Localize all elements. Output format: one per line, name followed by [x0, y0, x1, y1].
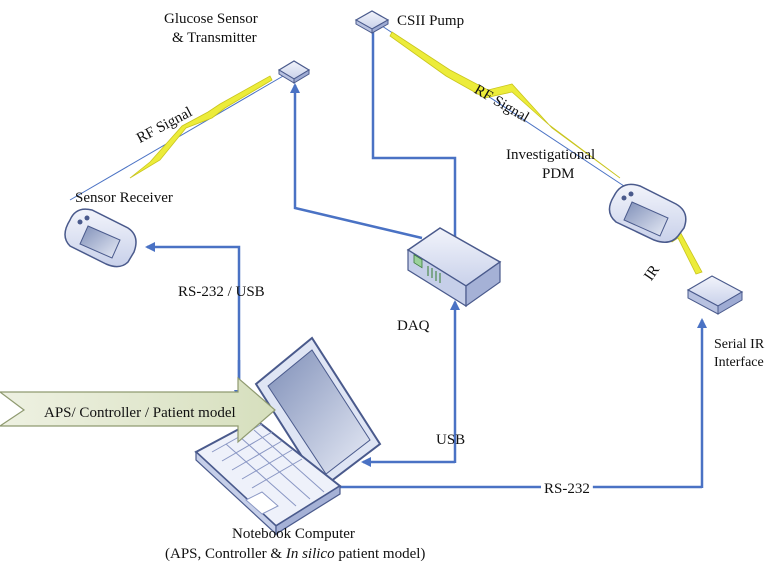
pump-to-daq-arrow: [371, 26, 460, 257]
glucose-sensor-device: [277, 60, 311, 84]
rs232-label-backing: [541, 480, 593, 498]
daq-label: DAQ: [397, 318, 430, 334]
rs232-usb-label: RS-232 / USB: [178, 284, 265, 300]
rf-lightning-right: [389, 31, 621, 179]
notebook-label-line2: (APS, Controller & In silico patient mod…: [165, 546, 425, 562]
csii-pump-label: CSII Pump: [397, 13, 464, 29]
rs232-usb-line: [145, 242, 241, 398]
serial-ir-device: [686, 275, 744, 315]
serial-ir-label-line1: Serial IR: [714, 337, 765, 352]
usb-label: USB: [436, 432, 465, 448]
investigational-pdm-label-line1: Investigational: [506, 147, 595, 163]
keyboard-keys: [211, 423, 325, 507]
notebook-computer-device: [194, 336, 382, 536]
daq-to-sensor-arrow: [290, 83, 423, 240]
connection-lines: [145, 26, 707, 492]
rs232-label: RS-232: [544, 481, 590, 497]
glucose-sensor-label-line2: & Transmitter: [172, 30, 257, 46]
ir-label: IR: [641, 262, 663, 283]
notebook-label-line1: Notebook Computer: [232, 526, 355, 542]
investigational-pdm-label-line2: PDM: [542, 166, 575, 182]
investigational-pdm-device: [608, 183, 687, 243]
notebook-label-prefix: (APS, Controller &: [165, 546, 286, 562]
aps-callout-arrow: [0, 376, 276, 444]
rf-lightning-left: [129, 75, 273, 179]
notebook-label-italic: In silico: [285, 546, 335, 562]
sensor-receiver-label: Sensor Receiver: [75, 190, 173, 206]
notebook-label-suffix: patient model): [335, 546, 426, 562]
daq-device: [406, 227, 502, 308]
csii-pump-device: [354, 10, 390, 34]
serial-ir-label-line2: Interface: [714, 355, 764, 370]
aps-callout-label: APS/ Controller / Patient model: [44, 405, 236, 421]
glucose-sensor-label-line1: Glucose Sensor: [164, 11, 258, 27]
sensor-receiver-device: [64, 208, 137, 268]
